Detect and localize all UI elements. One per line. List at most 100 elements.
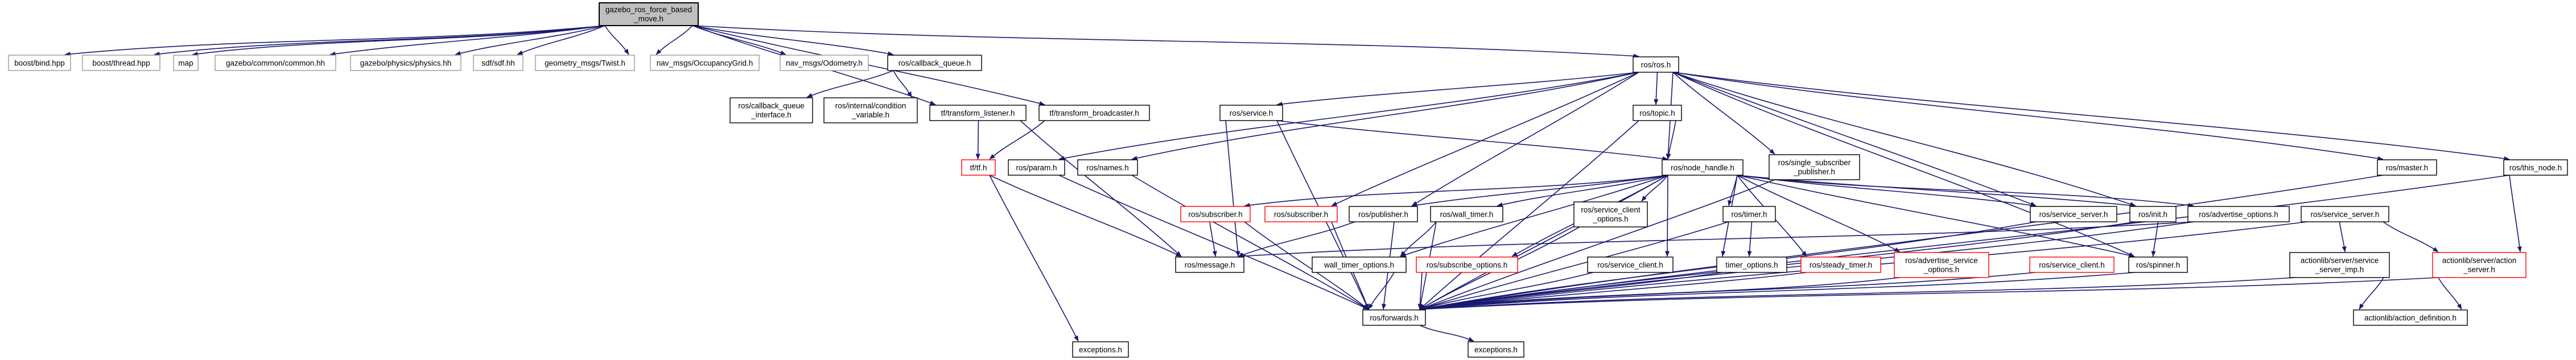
graph-node-spinner[interactable]: ros/spinner.h [2128,256,2188,273]
graph-node-timer[interactable]: ros/timer.h [1722,206,1776,222]
graph-node-box-tfh[interactable] [961,159,996,176]
graph-node-box-advsopts[interactable] [1894,252,1989,278]
graph-node-box-condvar[interactable] [823,97,918,123]
graph-node-sserver1[interactable]: ros/service_server.h [2030,206,2117,222]
graph-node-subopts[interactable]: ros/subscribe_options.h [1416,256,1518,273]
graph-node-box-thisnode[interactable] [2503,159,2568,176]
graph-node-names[interactable]: ros/names.h [1077,159,1138,176]
graph-node-master[interactable]: ros/master.h [2377,159,2437,176]
graph-node-box-forwards[interactable] [1362,309,1426,326]
graph-node-box-ssimp[interactable] [2289,252,2390,278]
edge-names-to-forwards [1131,175,1369,310]
graph-node-message[interactable]: ros/message.h [1175,256,1244,273]
graph-node-advopts[interactable]: ros/advertise_options.h [2187,206,2290,222]
graph-node-box-tfbroad[interactable] [1038,105,1150,121]
graph-node-tflisten[interactable]: tf/transform_listener.h [929,105,1027,121]
graph-node-sub1[interactable]: ros/subscriber.h [1180,206,1251,222]
graph-node-scopts[interactable]: ros/service_client_options.h [1573,201,1648,227]
graph-node-tfh[interactable]: tf/tf.h [961,159,996,176]
graph-node-aserver[interactable]: actionlib/server/action_server.h [2432,252,2526,278]
graph-node-box-param[interactable] [1008,159,1065,176]
graph-node-label-thisnode: ros/this_node.h [2509,163,2562,172]
graph-node-box-master[interactable] [2377,159,2437,176]
graph-node-box-cbqi[interactable] [729,97,813,123]
graph-node-label-cbqi-line2: _interface.h [751,111,792,119]
graph-node-init[interactable]: ros/init.h [2129,206,2177,222]
graph-node-box-scopts[interactable] [1573,201,1648,227]
graph-node-box-rosh[interactable] [1633,56,1679,73]
edge-rosh-to-thisnode [1672,72,2510,161]
graph-node-wtopts[interactable]: wall_timer_options.h [1312,256,1407,273]
graph-node-box-sserver1[interactable] [2030,206,2117,222]
graph-node-label-exc1: exceptions.h [1079,345,1122,354]
graph-node-box-nodehandle[interactable] [1662,159,1744,176]
graph-node-box-cbq[interactable] [887,55,982,71]
graph-node-physics: gazebo/physics/physics.hh [350,55,461,71]
graph-node-box-wtopts[interactable] [1312,256,1407,273]
graph-node-walltimer[interactable]: ros/wall_timer.h [1430,206,1503,222]
graph-node-box-advopts[interactable] [2187,206,2290,222]
graph-node-box-common [215,55,336,71]
graph-node-advsopts[interactable]: ros/advertise_service_options.h [1894,252,1989,278]
graph-node-label-advsopts-line1: ros/advertise_service [1905,256,1978,265]
graph-node-exc2[interactable]: exceptions.h [1468,341,1524,358]
graph-node-box-sclient2[interactable] [2029,256,2115,273]
graph-node-box-sub2[interactable] [1264,206,1338,222]
graph-node-condvar[interactable]: ros/internal/condition_variable.h [823,97,918,123]
edge-advopts-to-message [1238,221,2194,259]
edge-nodehandle-to-scopts [1641,175,1668,202]
graph-node-box-sclient1[interactable] [1587,256,1674,273]
graph-node-sserver2[interactable]: ros/service_server.h [2301,206,2389,222]
graph-node-publisher[interactable]: ros/publisher.h [1349,206,1418,222]
graph-node-box-ssp[interactable] [1769,154,1860,180]
graph-node-label-subopts: ros/subscribe_options.h [1427,260,1508,269]
graph-node-param[interactable]: ros/param.h [1008,159,1065,176]
graph-node-nodehandle[interactable]: ros/node_handle.h [1662,159,1744,176]
graph-node-sub2[interactable]: ros/subscriber.h [1264,206,1338,222]
graph-node-box-subopts[interactable] [1416,256,1518,273]
graph-node-box-service[interactable] [1219,105,1283,121]
graph-node-forwards[interactable]: ros/forwards.h [1362,309,1426,326]
graph-node-cbqi[interactable]: ros/callback_queue_interface.h [729,97,813,123]
edge-nodehandle-to-spinner [1737,175,2135,258]
edge-ssp-to-forwards [1419,179,1775,310]
graph-node-cbq[interactable]: ros/callback_queue.h [887,55,982,71]
edge-root-to-cbq [692,25,894,56]
edge-topts-to-forwards [1419,272,1723,311]
graph-node-box-names[interactable] [1077,159,1138,176]
graph-node-topts[interactable]: timer_options.h [1716,256,1787,273]
graph-node-box-walltimer[interactable] [1430,206,1503,222]
graph-node-box-aserver[interactable] [2432,252,2526,278]
graph-node-box-message[interactable] [1175,256,1244,273]
graph-node-box-topic[interactable] [1633,105,1682,121]
graph-node-thisnode[interactable]: ros/this_node.h [2503,159,2568,176]
edge-sclient2-to-forwards [1419,272,2036,312]
graph-node-rosh[interactable]: ros/ros.h [1633,56,1679,73]
edge-ssimp-to-forwards [1419,277,2296,312]
graph-node-exc1[interactable]: exceptions.h [1072,341,1129,358]
graph-node-ssp[interactable]: ros/single_subscriber_publisher.h [1769,154,1860,180]
graph-node-box-exc1[interactable] [1072,341,1129,358]
graph-node-sclient2[interactable]: ros/service_client.h [2029,256,2115,273]
graph-node-steady[interactable]: ros/steady_timer.h [1800,256,1881,273]
graph-node-ssimp[interactable]: actionlib/server/service_server_imp.h [2289,252,2390,278]
graph-node-occgrid: nav_msgs/OccupancyGrid.h [650,55,760,71]
graph-node-box-tflisten[interactable] [929,105,1027,121]
graph-node-box-timer[interactable] [1722,206,1776,222]
graph-node-box-adef[interactable] [2353,309,2468,326]
graph-node-box-init[interactable] [2129,206,2177,222]
graph-node-sclient1[interactable]: ros/service_client.h [1587,256,1674,273]
graph-node-box-spinner[interactable] [2128,256,2188,273]
graph-node-tfbroad[interactable]: tf/transform_broadcaster.h [1038,105,1150,121]
graph-node-box-sserver2[interactable] [2301,206,2389,222]
graph-node-service[interactable]: ros/service.h [1219,105,1283,121]
graph-node-label-cbqi-line1: ros/callback_queue [738,102,804,110]
graph-node-box-sub1[interactable] [1180,206,1251,222]
graph-node-box-exc2[interactable] [1468,341,1524,358]
graph-node-box-steady[interactable] [1800,256,1881,273]
edge-tfbroad-to-tfh [989,120,1045,160]
graph-node-topic[interactable]: ros/topic.h [1633,105,1682,121]
graph-node-adef[interactable]: actionlib/action_definition.h [2353,309,2468,326]
graph-node-box-topts[interactable] [1716,256,1787,273]
graph-node-box-publisher[interactable] [1349,206,1418,222]
